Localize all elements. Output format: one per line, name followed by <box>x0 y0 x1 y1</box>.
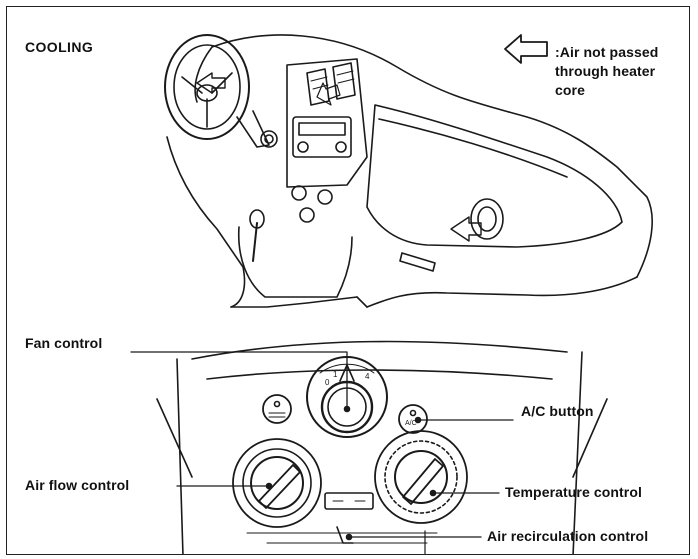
fan-control-leader <box>130 351 348 410</box>
legend-text: :Air not passed through heater core <box>555 44 659 98</box>
air-flow-control-label: Air flow control <box>25 477 130 493</box>
page-title: COOLING <box>25 39 94 55</box>
diagram-frame: 0 1 4 A/C COOLING :Air not passed throug… <box>6 6 690 555</box>
ac-button-label: A/C button <box>521 403 594 419</box>
temperature-control-label: Temperature control <box>505 484 642 500</box>
dashboard-illustration: 0 1 4 A/C <box>130 34 653 554</box>
ac-button-illustration <box>398 404 428 434</box>
air-recirculation-control-label: Air recirculation control <box>487 528 649 544</box>
fan-control-label: Fan control <box>25 335 103 351</box>
fan-max-mark: 4 <box>365 372 370 381</box>
open-arrow-left-icon <box>504 34 548 64</box>
temperature-dial <box>374 430 468 524</box>
fan-off-mark: 0 <box>325 378 330 387</box>
left-small-button <box>262 394 292 424</box>
dashboard-drawing <box>164 34 653 308</box>
fan-1-mark: 1 <box>333 370 338 379</box>
control-panel-drawing <box>130 340 608 554</box>
air-flow-dial <box>232 438 322 528</box>
ac-mark: A/C <box>405 420 417 427</box>
